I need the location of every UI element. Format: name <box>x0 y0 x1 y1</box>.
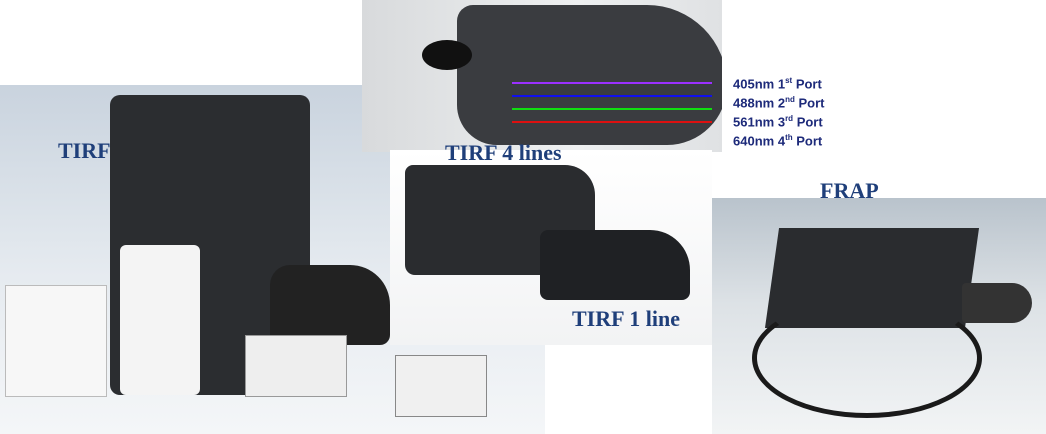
camera-unit <box>395 355 487 417</box>
label-tirf-4-lines: TIRF 4 lines <box>445 140 562 165</box>
label-tirf: TIRF <box>58 138 111 163</box>
port-label: 640nm 4th Port <box>733 133 823 149</box>
frap-objective <box>962 283 1032 323</box>
fiber-port <box>422 40 472 70</box>
tirf-modules-photo <box>390 150 712 345</box>
beam-640 <box>512 121 712 123</box>
beam-405 <box>512 82 712 84</box>
power-supply <box>245 335 347 397</box>
port-label: 561nm 3rd Port <box>733 114 823 130</box>
tirf-1-line-module <box>540 230 690 300</box>
laser-module <box>270 265 390 345</box>
label-frap: FRAP <box>820 178 879 203</box>
frap-module-photo <box>712 198 1046 434</box>
combiner-housing <box>457 5 722 145</box>
port-label: 488nm 2nd Port <box>733 95 825 111</box>
fiber-cable <box>752 298 982 418</box>
beam-561 <box>512 108 712 110</box>
label-tirf-1-line: TIRF 1 line <box>572 306 680 331</box>
microscope-stand <box>120 245 200 395</box>
controller-box <box>5 285 107 397</box>
port-label: 405nm 1st Port <box>733 76 822 92</box>
laser-combiner-diagram <box>362 0 722 152</box>
beam-488 <box>512 95 712 97</box>
